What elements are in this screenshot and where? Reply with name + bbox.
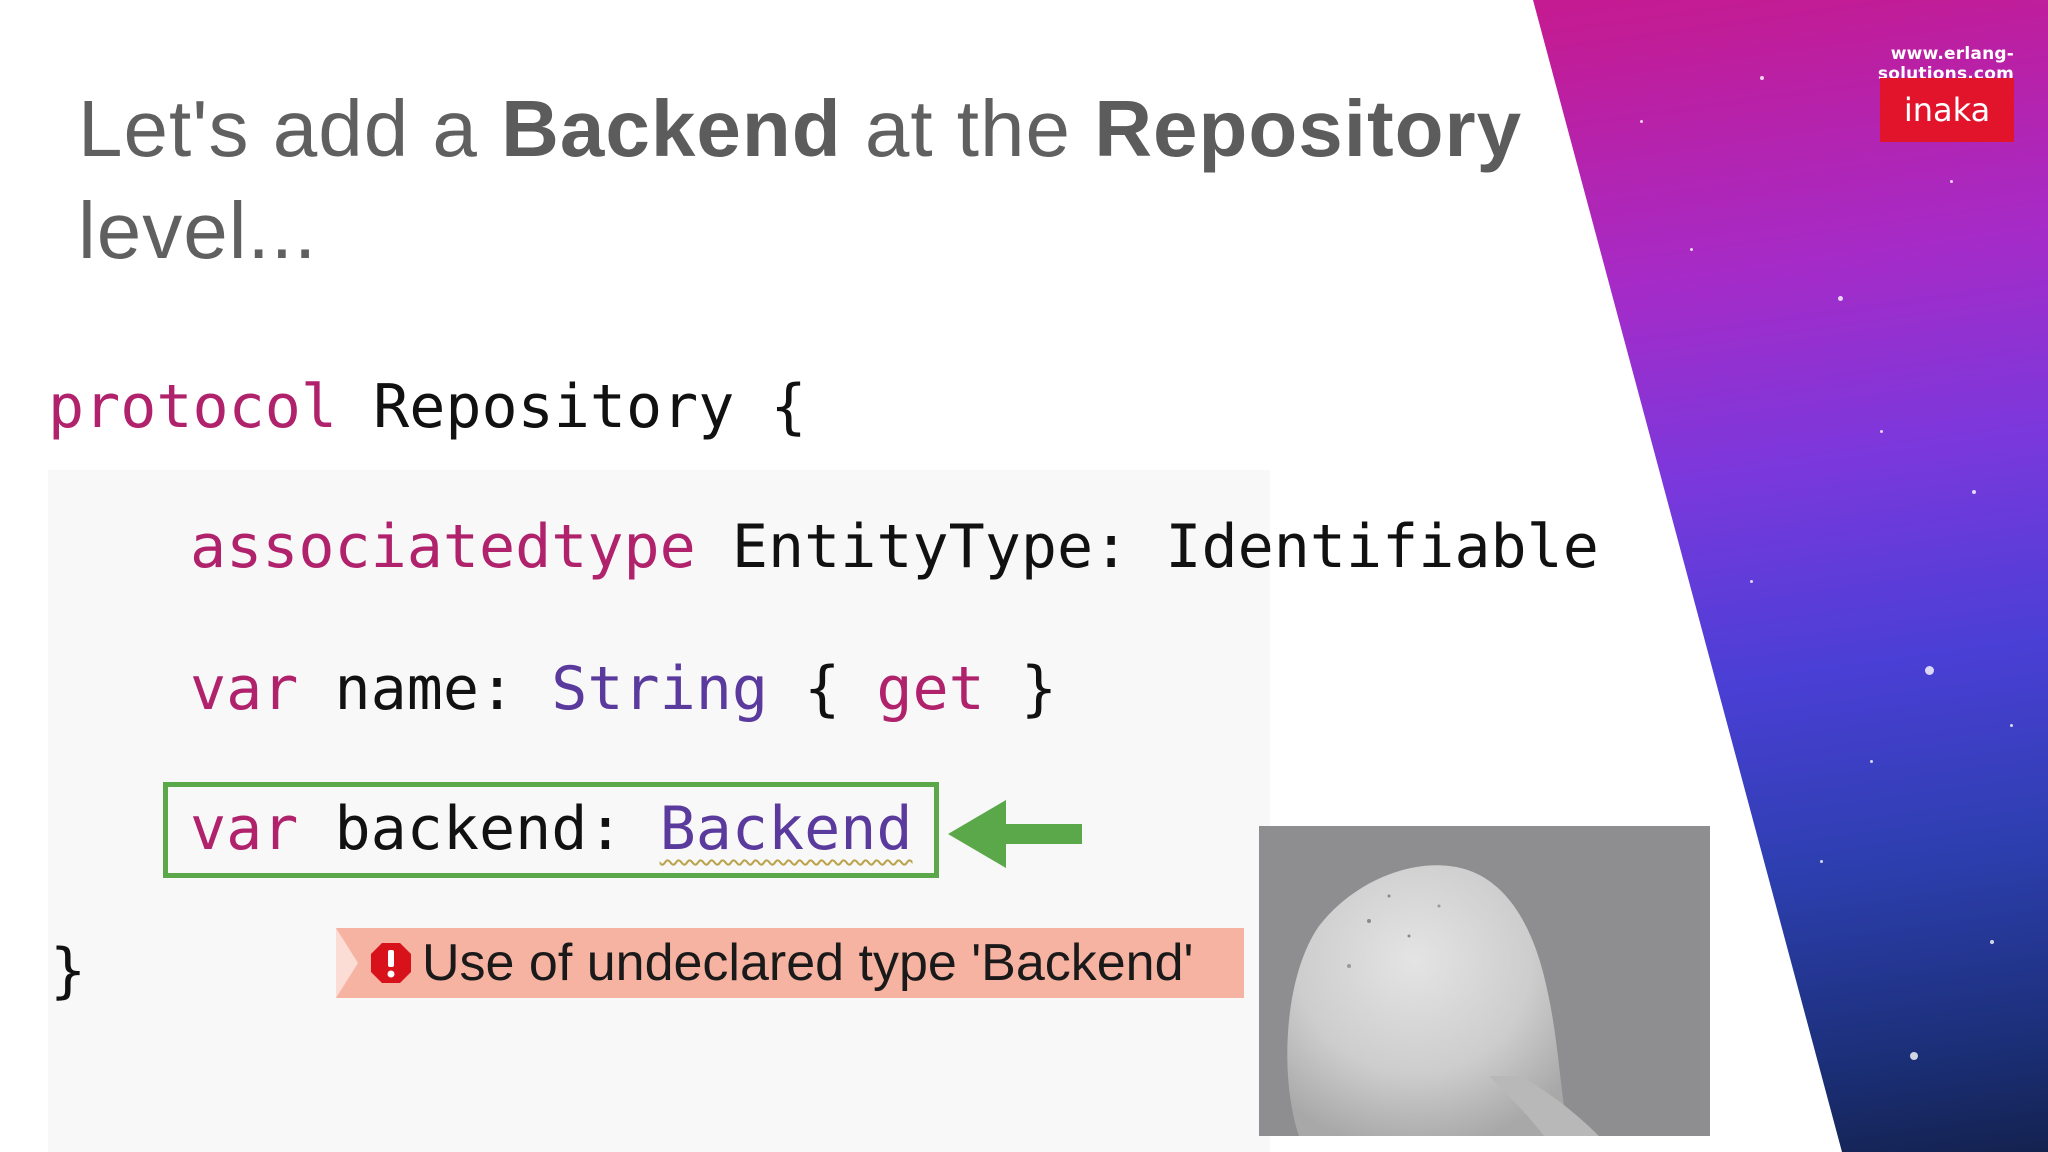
code-background [48,470,1270,1152]
code-keyword: var [190,654,299,724]
code-line-5: } [50,936,87,1006]
error-banner: Use of undeclared type 'Backend' [336,928,1244,998]
code-text: } [984,654,1057,724]
title-part2: at the [841,84,1095,173]
title-part1: Let's add a [78,84,502,173]
code-text: { [768,654,877,724]
code-line-1: protocol Repository { [48,372,807,442]
bread-image [1287,865,1599,1136]
code-text: backend: [298,794,660,864]
error-icon [371,943,411,983]
code-keyword: get [876,654,985,724]
code-line-4: var backend: Backend [190,794,912,864]
code-line-3: var name: String { get } [190,654,1057,724]
code-keyword: var [190,794,299,864]
title-bold2: Repository [1094,84,1523,173]
error-message: Use of undeclared type 'Backend' [422,934,1194,992]
left-arrow-icon [948,800,1082,868]
banner-notch [336,928,358,998]
code-text: name: [298,654,552,724]
code-keyword: associatedtype [190,512,696,582]
slide-title: Let's add a Backend at the Repository le… [78,78,1578,282]
code-keyword: protocol [48,372,337,442]
code-text: Repository { [336,372,807,442]
code-type-error: Backend [659,794,913,864]
code-type: String [551,654,768,724]
title-bold1: Backend [501,84,842,173]
title-part3: level... [78,186,318,275]
bread-photo [1259,826,1710,1136]
code-text: EntityType: Identifiable [695,512,1599,582]
inaka-logo: inaka [1880,78,2014,142]
highlight-box [163,782,939,878]
code-line-2: associatedtype EntityType: Identifiable [190,512,1599,582]
